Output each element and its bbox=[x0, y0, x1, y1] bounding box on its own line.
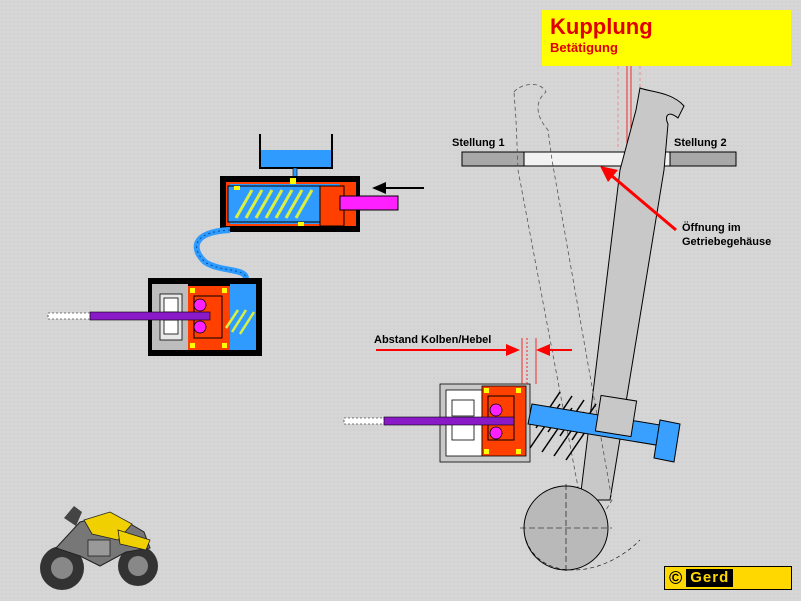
push-rod-right bbox=[343, 416, 515, 426]
copyright-name: Gerd bbox=[686, 569, 734, 587]
title-main: Kupplung bbox=[550, 14, 653, 39]
title-box: Kupplung Betätigung bbox=[542, 10, 791, 66]
motorcycle-image bbox=[40, 506, 158, 590]
label-stellung-2: Stellung 2 bbox=[674, 137, 727, 149]
label-oeffnung-line2: Getriebegehäuse bbox=[682, 236, 772, 248]
adjusting-bolt bbox=[527, 391, 681, 463]
pivot-roller bbox=[520, 484, 641, 572]
label-abstand: Abstand Kolben/Hebel bbox=[374, 334, 492, 346]
label-stellung-1: Stellung 1 bbox=[452, 137, 505, 149]
copyright-symbol: © bbox=[669, 567, 683, 588]
hydraulic-hose bbox=[193, 227, 249, 286]
push-arrow bbox=[372, 182, 424, 194]
label-oeffnung-line1: Öffnung im bbox=[682, 222, 741, 234]
opening-arrow bbox=[600, 166, 677, 232]
clutch-lever-position-1 bbox=[513, 84, 613, 542]
master-cylinder bbox=[220, 176, 399, 232]
gearbox-housing bbox=[461, 151, 737, 167]
gap-arrows bbox=[376, 338, 572, 384]
title-sub: Betätigung bbox=[550, 40, 618, 55]
copyright-badge: © Gerd bbox=[664, 566, 792, 590]
push-rod-left bbox=[47, 311, 211, 321]
